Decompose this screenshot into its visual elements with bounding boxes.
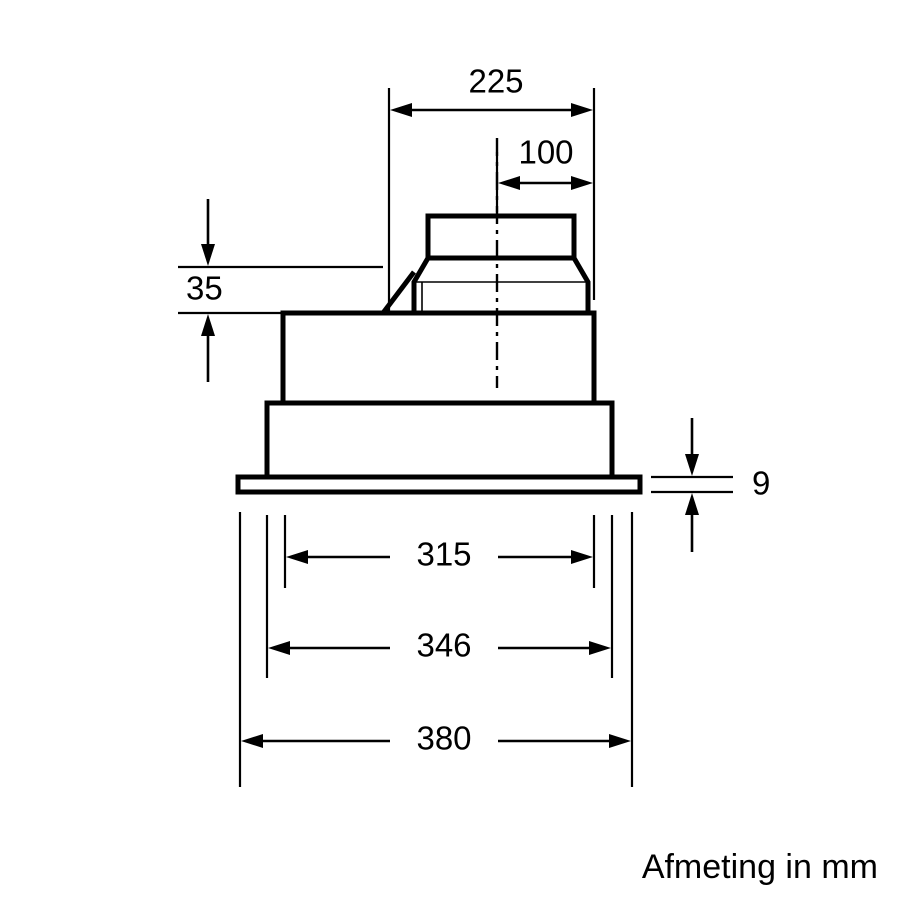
dimension-225-group: 225 — [387, 62, 596, 313]
arrow-225-left — [390, 103, 412, 117]
dimension-35-group: 35 — [178, 199, 383, 382]
arrow-380-right — [609, 734, 631, 748]
arrow-35-bottom — [201, 314, 215, 336]
dimension-380-group: 380 — [241, 720, 631, 757]
upper-body-outline — [280, 310, 597, 406]
dim-9-label: 9 — [752, 465, 770, 502]
middle-body-outline — [264, 400, 615, 480]
dim-100-text-bg — [505, 133, 587, 171]
dim-225-label: 225 — [468, 63, 523, 100]
dimension-100-group: 100 — [495, 133, 593, 212]
arrow-380-left — [241, 734, 263, 748]
units-caption: Afmeting in mm — [642, 848, 878, 886]
arrow-9-bottom — [685, 493, 699, 515]
bottom-extension-lines-group — [238, 512, 634, 787]
dim-35-label: 35 — [186, 270, 223, 307]
duct-collar-outline — [425, 213, 577, 261]
arrow-346-right — [589, 641, 611, 655]
arrow-225-right — [571, 103, 593, 117]
dim-346-label: 346 — [416, 627, 471, 664]
arrow-100-right — [571, 176, 593, 190]
bottom-flange-outline — [235, 474, 643, 495]
dimension-315-group: 315 — [286, 536, 593, 573]
duct-taper-outline — [411, 256, 591, 313]
dim-380-label: 380 — [416, 720, 471, 757]
dimension-9-group: 9 — [651, 418, 770, 552]
dim-100-label: 100 — [518, 134, 573, 171]
duct-brace-diagonal — [381, 270, 416, 315]
arrow-315-left — [286, 550, 308, 564]
product-outline-group — [235, 138, 643, 495]
arrow-9-top — [685, 454, 699, 476]
dim-315-label: 315 — [416, 536, 471, 573]
arrow-100-left — [498, 176, 520, 190]
arrow-315-right — [571, 550, 593, 564]
arrow-346-left — [268, 641, 290, 655]
dimension-346-group: 346 — [268, 627, 611, 664]
arrow-35-top — [201, 244, 215, 266]
dim-225-text-bg — [455, 62, 537, 100]
